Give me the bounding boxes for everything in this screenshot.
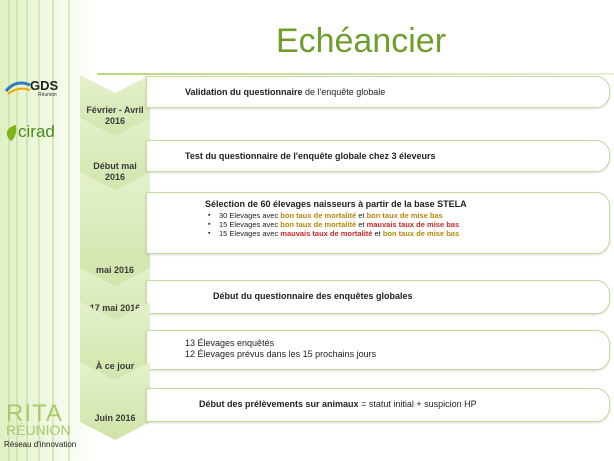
timeline-event-text: Validation du questionnaire de l'enquête… bbox=[185, 87, 385, 98]
rita-logo-text: RITA bbox=[6, 400, 63, 427]
text-run: = statut initial + suspicion HP bbox=[358, 399, 477, 409]
event-headline: Validation du questionnaire de l'enquête… bbox=[185, 87, 385, 98]
timeline-date: 17 mai 2016 bbox=[89, 303, 141, 313]
list-item: 30 Elevages avec bon taux de mortalité e… bbox=[205, 211, 467, 220]
event-headline: Sélection de 60 élevages naisseurs à par… bbox=[205, 199, 467, 210]
slide-title: Echéancier bbox=[275, 22, 447, 60]
event-line: 13 Élevages enquêtés bbox=[185, 338, 275, 348]
timeline-event-box: Début du questionnaire des enquêtes glob… bbox=[146, 280, 610, 314]
timeline-date: Début mai 2016 bbox=[93, 161, 137, 182]
text-run: bon taux de mise bas bbox=[382, 229, 460, 238]
rita-logo-tagline: Réseau d'innovation bbox=[4, 440, 77, 449]
cirad-logo-text: cirad bbox=[18, 122, 55, 141]
gds-logo-text: GDS bbox=[30, 78, 59, 93]
timeline-event-text: Test du questionnaire de l'enquête globa… bbox=[185, 151, 436, 162]
text-run: et bbox=[372, 229, 383, 238]
timeline-event-box: Validation du questionnaire de l'enquête… bbox=[146, 76, 610, 108]
event-line: 12 Élevages prévus dans les 15 prochains… bbox=[185, 349, 377, 359]
gds-logo-subtext: Réunion bbox=[38, 92, 57, 98]
text-run: Début des prélèvements sur animaux bbox=[199, 399, 359, 409]
timeline-date: À ce jour bbox=[95, 361, 135, 371]
timeline-event-box: Début des prélèvements sur animaux = sta… bbox=[146, 388, 610, 422]
text-run: Sélection de 60 élevages naisseurs à par… bbox=[205, 199, 467, 209]
cirad-logo: cirad bbox=[2, 122, 82, 152]
text-run: bon taux de mise bas bbox=[366, 211, 443, 220]
timeline-event-box: Test du questionnaire de l'enquête globa… bbox=[146, 140, 610, 172]
text-run: bon taux de mortalité bbox=[280, 211, 357, 220]
timeline-chevron: mai 2016 bbox=[80, 172, 150, 292]
gds-swoosh-icon bbox=[4, 81, 31, 95]
leaf-icon bbox=[6, 125, 17, 141]
text-run: Validation du questionnaire bbox=[185, 87, 303, 97]
text-run: 15 Elevages avec bbox=[219, 229, 281, 238]
timeline-date: Juin 2016 bbox=[94, 413, 136, 423]
text-run: Test du questionnaire de l'enquête globa… bbox=[185, 151, 436, 161]
timeline-event-text: Début du questionnaire des enquêtes glob… bbox=[213, 291, 413, 302]
timeline-date: Février - Avril 2016 bbox=[86, 105, 144, 126]
criteria-list: 30 Elevages avec bon taux de mortalité e… bbox=[205, 211, 467, 238]
text-run: 30 Elevages avec bbox=[219, 211, 281, 220]
rita-logo-region: RÉUNION bbox=[6, 422, 71, 438]
timeline-event-text: Début des prélèvements sur animaux = sta… bbox=[199, 399, 477, 410]
text-run: bon taux de mortalité bbox=[280, 220, 357, 229]
timeline-event-box: Sélection de 60 élevages naisseurs à par… bbox=[146, 192, 610, 254]
timeline-event-text: Sélection de 60 élevages naisseurs à par… bbox=[205, 199, 467, 238]
list-item: 15 Elevages avec bon taux de mortalité e… bbox=[205, 220, 467, 229]
timeline-date: mai 2016 bbox=[95, 265, 135, 275]
event-headline: Test du questionnaire de l'enquête globa… bbox=[185, 151, 436, 162]
list-item: 15 Elevages avec mauvais taux de mortali… bbox=[205, 229, 467, 238]
text-run: mauvais taux de mise bas bbox=[366, 220, 460, 229]
text-run: Début du questionnaire des enquêtes glob… bbox=[213, 291, 413, 301]
text-run: de l'enquête globale bbox=[302, 87, 386, 97]
event-headline: Début des prélèvements sur animaux = sta… bbox=[199, 399, 477, 410]
text-run: 15 Elevages avec bbox=[219, 220, 281, 229]
text-run: et bbox=[356, 220, 367, 229]
text-run: et bbox=[356, 211, 367, 220]
title-divider bbox=[97, 73, 614, 75]
gds-logo: GDS Réunion bbox=[2, 75, 82, 99]
text-run: mauvais taux de mortalité bbox=[280, 229, 373, 238]
event-headline: Début du questionnaire des enquêtes glob… bbox=[213, 291, 413, 302]
rita-logo: RITA RÉUNION Réseau d'innovation bbox=[0, 400, 97, 461]
